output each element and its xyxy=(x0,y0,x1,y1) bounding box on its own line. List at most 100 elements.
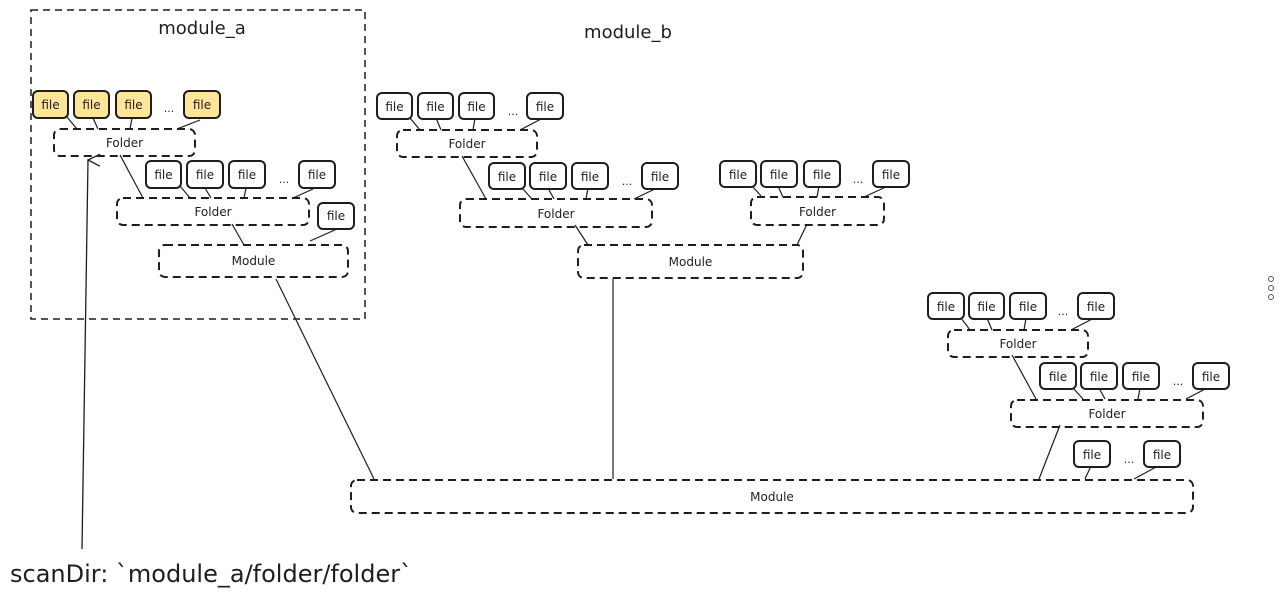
module-c-folder-1-files: file file file ... file xyxy=(927,292,1115,320)
file-node[interactable]: file xyxy=(228,160,266,189)
module-a-title: module_a xyxy=(158,18,246,39)
svg-text:file: file xyxy=(651,170,669,184)
module-a-folder-1-files: file file file ... file xyxy=(32,90,221,119)
svg-text:file: file xyxy=(539,170,557,184)
module-c-module-files: file ... file xyxy=(1073,440,1181,468)
file-node[interactable]: file xyxy=(927,292,965,320)
module-b-module[interactable]: Module xyxy=(577,244,804,279)
svg-text:file: file xyxy=(154,168,172,182)
svg-text:Folder: Folder xyxy=(106,136,143,150)
module-b-folder-1[interactable]: Folder xyxy=(396,129,538,158)
svg-text:Folder: Folder xyxy=(537,207,574,221)
svg-text:file: file xyxy=(1090,370,1108,384)
file-node[interactable]: file xyxy=(73,90,110,119)
scan-dir-arrow xyxy=(81,160,88,550)
file-node[interactable]: file xyxy=(145,160,182,189)
file-node[interactable]: file xyxy=(488,162,526,190)
svg-text:file: file xyxy=(581,170,599,184)
file-node[interactable]: file xyxy=(183,90,221,119)
svg-text:file: file xyxy=(196,168,214,182)
file-node[interactable]: file xyxy=(376,92,413,120)
module-b-folder-1-files: file file file ... file xyxy=(376,92,564,120)
svg-text:file: file xyxy=(82,98,100,112)
file-node[interactable]: file xyxy=(1077,292,1115,320)
file-node[interactable]: file xyxy=(1192,362,1230,390)
svg-text:file: file xyxy=(1049,370,1067,384)
file-node[interactable]: file xyxy=(1080,362,1118,390)
svg-text:file: file xyxy=(1087,300,1105,314)
svg-text:Module: Module xyxy=(232,254,276,268)
svg-text:Module: Module xyxy=(750,490,794,504)
module-b-folder-2-files: file file file ... file xyxy=(488,162,679,190)
module-b-folder-3[interactable]: Folder xyxy=(750,196,885,226)
module-c-folder-1[interactable]: Folder xyxy=(947,329,1089,358)
file-node[interactable]: file xyxy=(417,92,454,120)
file-node[interactable]: file xyxy=(458,92,495,120)
file-node[interactable]: file xyxy=(526,92,564,120)
file-node[interactable]: file xyxy=(298,160,336,189)
svg-text:file: file xyxy=(770,168,788,182)
connectors xyxy=(66,116,1210,480)
file-node[interactable]: file xyxy=(760,160,798,188)
svg-text:Module: Module xyxy=(669,255,713,269)
file-node[interactable]: file xyxy=(1073,440,1111,468)
module-c-folder-2-files: file file file ... file xyxy=(1039,362,1230,390)
file-node[interactable]: file xyxy=(1122,362,1160,390)
ellipsis: ... xyxy=(1124,453,1135,466)
module-b-folder-2[interactable]: Folder xyxy=(459,198,653,228)
svg-text:file: file xyxy=(1019,300,1037,314)
module-a-folder-1[interactable]: Folder xyxy=(53,128,196,157)
module-b-folder-3-files: file file file ... file xyxy=(719,160,910,188)
svg-text:Folder: Folder xyxy=(194,205,231,219)
ellipsis: ... xyxy=(1173,375,1184,388)
ellipsis: ... xyxy=(279,173,290,186)
file-node[interactable]: file xyxy=(968,292,1005,320)
file-node[interactable]: file xyxy=(719,160,757,188)
svg-text:file: file xyxy=(124,98,142,112)
file-node[interactable]: file xyxy=(1009,292,1047,320)
svg-text:Folder: Folder xyxy=(448,137,485,151)
dot xyxy=(1268,294,1274,300)
svg-text:file: file xyxy=(426,100,444,114)
more-vertical-icon[interactable] xyxy=(1266,276,1276,302)
file-node[interactable]: file xyxy=(32,90,69,119)
svg-text:file: file xyxy=(1153,448,1171,462)
svg-text:file: file xyxy=(327,209,345,223)
ellipsis: ... xyxy=(853,173,864,186)
svg-text:file: file xyxy=(308,168,326,182)
file-node[interactable]: file xyxy=(317,202,355,230)
module-a-folder-2-files: file file file ... file xyxy=(145,160,336,189)
svg-text:file: file xyxy=(238,168,256,182)
svg-text:Folder: Folder xyxy=(999,337,1036,351)
file-node[interactable]: file xyxy=(115,90,152,119)
file-node[interactable]: file xyxy=(186,160,224,189)
svg-text:Folder: Folder xyxy=(799,205,836,219)
module-a-module[interactable]: Module xyxy=(158,244,349,278)
file-node[interactable]: file xyxy=(872,160,910,188)
svg-text:file: file xyxy=(193,98,211,112)
module-c-folder-2[interactable]: Folder xyxy=(1010,399,1204,428)
module-b-title: module_b xyxy=(584,22,672,43)
svg-text:file: file xyxy=(498,170,516,184)
ellipsis: ... xyxy=(1058,305,1069,318)
file-node[interactable]: file xyxy=(1039,362,1077,390)
svg-text:file: file xyxy=(977,300,995,314)
dot xyxy=(1268,285,1274,291)
module-a-container[interactable]: module_a xyxy=(30,9,366,320)
file-node[interactable]: file xyxy=(641,162,679,190)
module-a-folder-2[interactable]: Folder xyxy=(116,197,310,226)
svg-text:file: file xyxy=(385,100,403,114)
file-node[interactable]: file xyxy=(571,162,609,190)
file-node[interactable]: file xyxy=(803,160,841,188)
svg-text:file: file xyxy=(536,100,554,114)
file-node[interactable]: file xyxy=(1143,440,1181,468)
root-module[interactable]: Module xyxy=(350,479,1194,514)
ellipsis: ... xyxy=(164,102,175,115)
svg-text:file: file xyxy=(41,98,59,112)
svg-text:file: file xyxy=(1202,370,1220,384)
ellipsis: ... xyxy=(508,105,519,118)
file-node[interactable]: file xyxy=(529,162,567,190)
dot xyxy=(1268,276,1274,282)
ellipsis: ... xyxy=(622,175,633,188)
